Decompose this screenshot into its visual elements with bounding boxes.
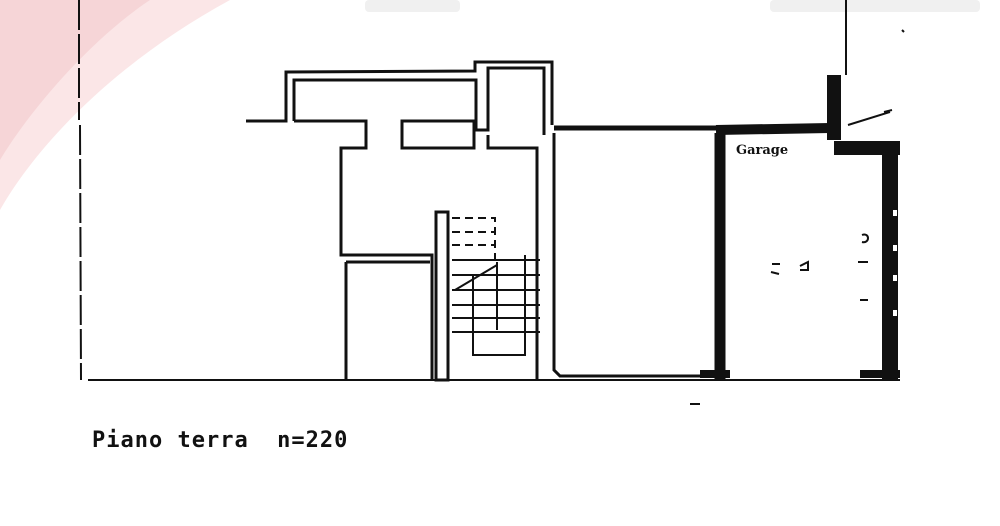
walls xyxy=(78,0,905,405)
watermark xyxy=(0,0,980,210)
garage-illegible-notes xyxy=(770,233,869,301)
garage-window-marks xyxy=(893,210,897,316)
floor-caption: Piano terra n=220 xyxy=(92,428,349,453)
room-label-garage: Garage xyxy=(736,143,789,158)
